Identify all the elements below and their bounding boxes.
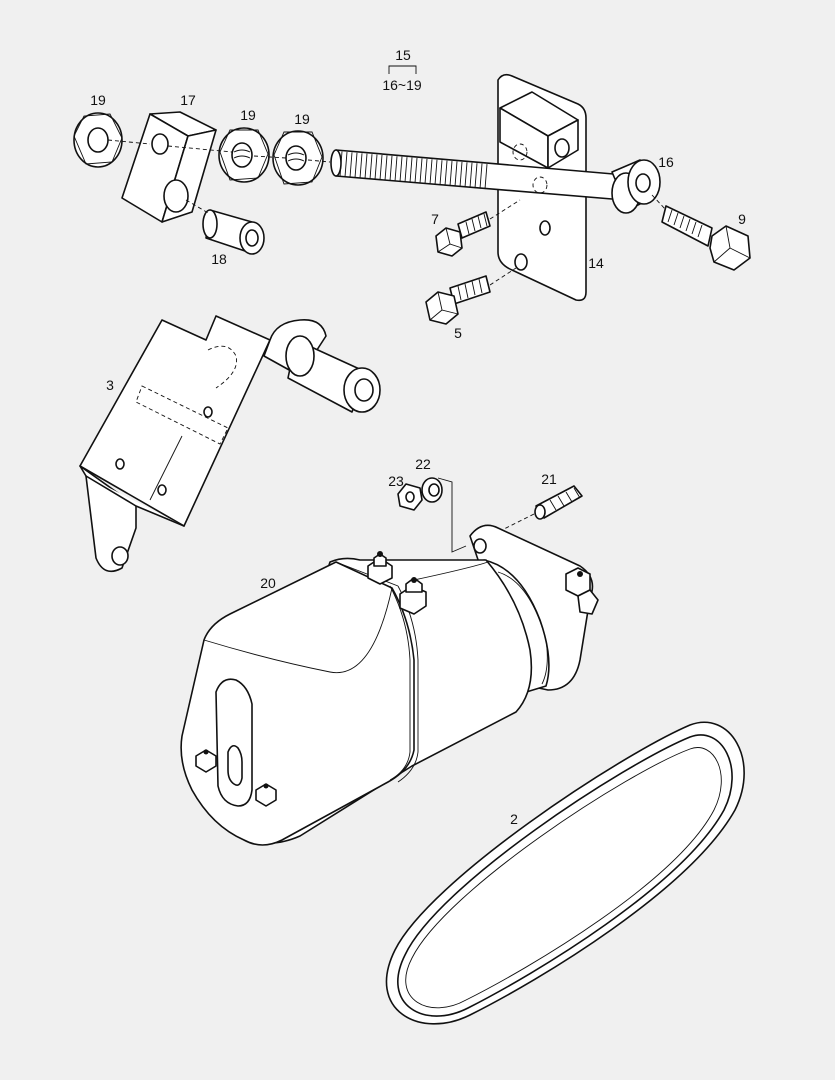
part-2-v-belt <box>385 721 745 1025</box>
callout-14: 14 <box>588 255 604 271</box>
callout-22: 22 <box>415 456 431 472</box>
callout-9: 9 <box>738 211 746 227</box>
callout-19-left: 19 <box>90 92 106 108</box>
part-20-starter-motor <box>180 524 599 846</box>
motor-terminal-top-left <box>367 551 393 585</box>
part-21-stud <box>489 485 583 537</box>
part-17-block <box>121 111 217 223</box>
callout-19-middle: 19 <box>240 107 256 123</box>
callout-2: 2 <box>510 811 518 827</box>
callout-17: 17 <box>180 92 196 108</box>
callout-group-15: 15 16~19 <box>382 47 422 93</box>
callout-19-right: 19 <box>294 111 310 127</box>
motor-terminal-left <box>195 749 217 773</box>
callout-18: 18 <box>211 251 227 267</box>
callout-15: 15 <box>395 47 411 63</box>
callout-3: 3 <box>106 377 114 393</box>
callout-7: 7 <box>431 211 439 227</box>
flange-terminal-studs <box>565 567 599 615</box>
motor-terminal-top-right <box>399 577 427 615</box>
motor-terminal-bottom <box>255 783 277 807</box>
part-5-bolt <box>425 267 517 325</box>
assembly-centerline-upper <box>107 139 331 163</box>
part-19-nut-right <box>272 130 324 186</box>
part-7-bolt <box>435 199 521 257</box>
callout-23: 23 <box>388 473 404 489</box>
part-3-bracket <box>79 315 381 573</box>
callout-5: 5 <box>454 325 462 341</box>
callout-15-bracket <box>388 65 417 74</box>
part-19-nut-left <box>73 112 123 168</box>
callout-15-range: 16~19 <box>382 77 422 93</box>
part-16-bushing <box>611 159 661 214</box>
leader-22-to-hole <box>437 477 467 553</box>
part-threaded-rod <box>330 149 626 201</box>
part-19-nut-middle <box>218 127 270 183</box>
part-23-nut <box>397 483 423 511</box>
part-18-sleeve <box>185 199 265 255</box>
callout-20: 20 <box>260 575 276 591</box>
part-9-bolt <box>651 194 751 271</box>
callout-16: 16 <box>658 154 674 170</box>
part-22-washer <box>421 477 443 503</box>
callout-21: 21 <box>541 471 557 487</box>
